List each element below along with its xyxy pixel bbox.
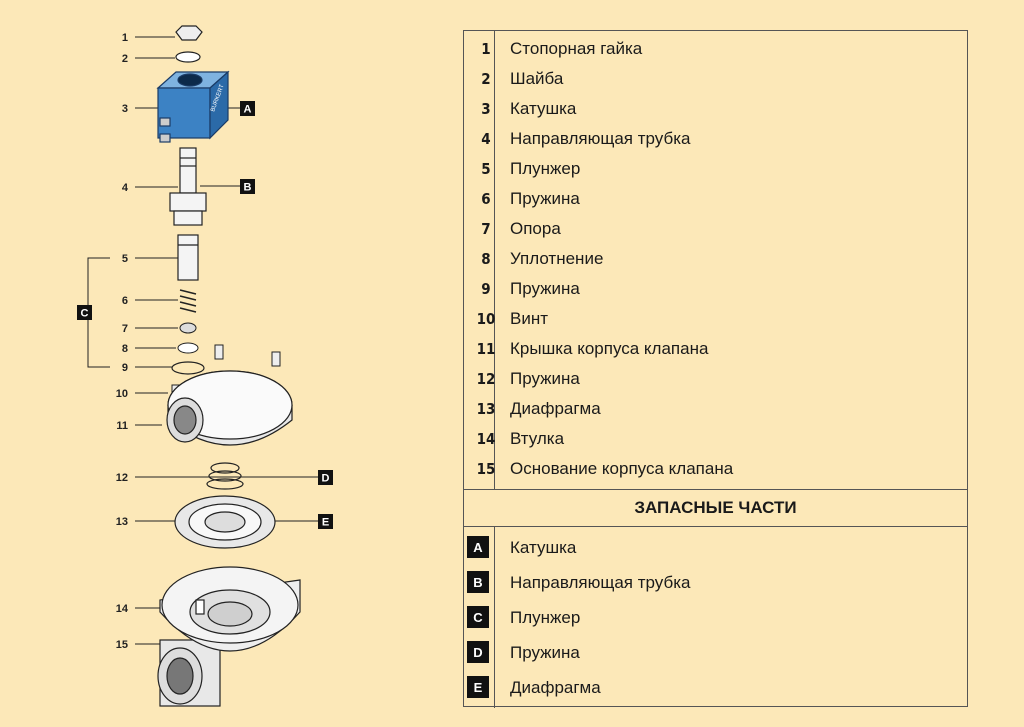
spare-part-name: Плунжер: [510, 608, 581, 627]
part-name: Направляющая трубка: [510, 129, 691, 148]
part-row: 11 Крышка корпуса клапана: [464, 334, 967, 364]
part-number: 13: [476, 400, 496, 418]
spare-part-name: Диафрагма: [510, 678, 601, 697]
part-name: Стопорная гайка: [510, 39, 643, 58]
spare-part-name: Пружина: [510, 643, 580, 662]
part-row: 1 Стопорная гайка: [464, 34, 967, 64]
part-name: Диафрагма: [510, 399, 601, 418]
spare-code-badge: A: [467, 536, 489, 558]
part-number: 14: [476, 430, 496, 448]
marker-b: B: [244, 182, 252, 194]
part-row: 3 Катушка: [464, 94, 967, 124]
part-row: 10 Винт: [464, 304, 967, 334]
part-number: 11: [476, 340, 496, 358]
spare-part-row: C Плунжер: [464, 600, 967, 634]
part-row: 15 Основание корпуса клапана: [464, 454, 967, 484]
spare-code-badge: C: [467, 606, 489, 628]
spare-part-name: Катушка: [510, 538, 577, 557]
callout-5: 5: [122, 253, 128, 265]
part-number: 8: [481, 250, 491, 268]
part-name: Винт: [510, 309, 549, 328]
callout-6: 6: [122, 295, 128, 307]
table-divider: [494, 31, 495, 489]
part-row: 14 Втулка: [464, 424, 967, 454]
callout-1: 1: [122, 32, 128, 44]
spare-part-row: E Диафрагма: [464, 670, 967, 704]
part-row: 7 Опора: [464, 214, 967, 244]
spare-part-row: D Пружина: [464, 635, 967, 669]
part-row: 5 Плунжер: [464, 154, 967, 184]
part-number: 1: [481, 40, 491, 58]
callout-15: 15: [116, 639, 128, 651]
part-number: 9: [481, 280, 491, 298]
part-row: 8 Уплотнение: [464, 244, 967, 274]
part-name: Крышка корпуса клапана: [510, 339, 709, 358]
part-name: Опора: [510, 219, 561, 238]
part-number: 15: [476, 460, 496, 478]
callout-7: 7: [122, 323, 128, 335]
part-name: Шайба: [510, 69, 564, 88]
callout-2: 2: [122, 53, 128, 65]
part-name: Плунжер: [510, 159, 581, 178]
callout-3: 3: [122, 103, 128, 115]
part-name: Пружина: [510, 189, 580, 208]
part-number: 10: [476, 310, 496, 328]
part-name: Пружина: [510, 369, 580, 388]
callout-11: 11: [116, 420, 128, 432]
part-row: 9 Пружина: [464, 274, 967, 304]
spare-part-row: B Направляющая трубка: [464, 565, 967, 599]
callout-13: 13: [116, 516, 128, 528]
marker-c: C: [81, 308, 89, 320]
valve-exploded-diagram: BURKERT: [77, 25, 333, 707]
part-name: Пружина: [510, 279, 580, 298]
spare-part-name: Направляющая трубка: [510, 573, 691, 592]
callout-12: 12: [116, 472, 128, 484]
part-number: 12: [476, 370, 496, 388]
part-name: Основание корпуса клапана: [510, 459, 734, 478]
part-name: Катушка: [510, 99, 577, 118]
callout-10: 10: [116, 388, 128, 400]
marker-e: E: [322, 517, 329, 529]
part-number: 3: [481, 100, 491, 118]
part-number: 5: [481, 160, 491, 178]
part-number: 6: [481, 190, 491, 208]
callout-14: 14: [116, 603, 129, 615]
callout-8: 8: [122, 343, 128, 355]
part-row: 4 Направляющая трубка: [464, 124, 967, 154]
part-row: 6 Пружина: [464, 184, 967, 214]
callout-9: 9: [122, 362, 128, 374]
part-number: 4: [481, 130, 491, 148]
spare-code-badge: D: [467, 641, 489, 663]
part-row: 12 Пружина: [464, 364, 967, 394]
part-row: 13 Диафрагма: [464, 394, 967, 424]
spare-code-badge: E: [467, 676, 489, 698]
spare-part-row: A Катушка: [464, 530, 967, 564]
table-divider: [494, 527, 495, 708]
marker-d: D: [322, 473, 330, 485]
part-number: 7: [481, 220, 491, 238]
callout-4: 4: [122, 182, 129, 194]
part-row: 2 Шайба: [464, 64, 967, 94]
part-number: 2: [481, 70, 491, 88]
part-name: Втулка: [510, 429, 565, 448]
part-name: Уплотнение: [510, 249, 604, 268]
spare-code-badge: B: [467, 571, 489, 593]
marker-a: A: [244, 104, 252, 116]
spare-parts-header: ЗАПАСНЫЕ ЧАСТИ: [464, 489, 967, 527]
